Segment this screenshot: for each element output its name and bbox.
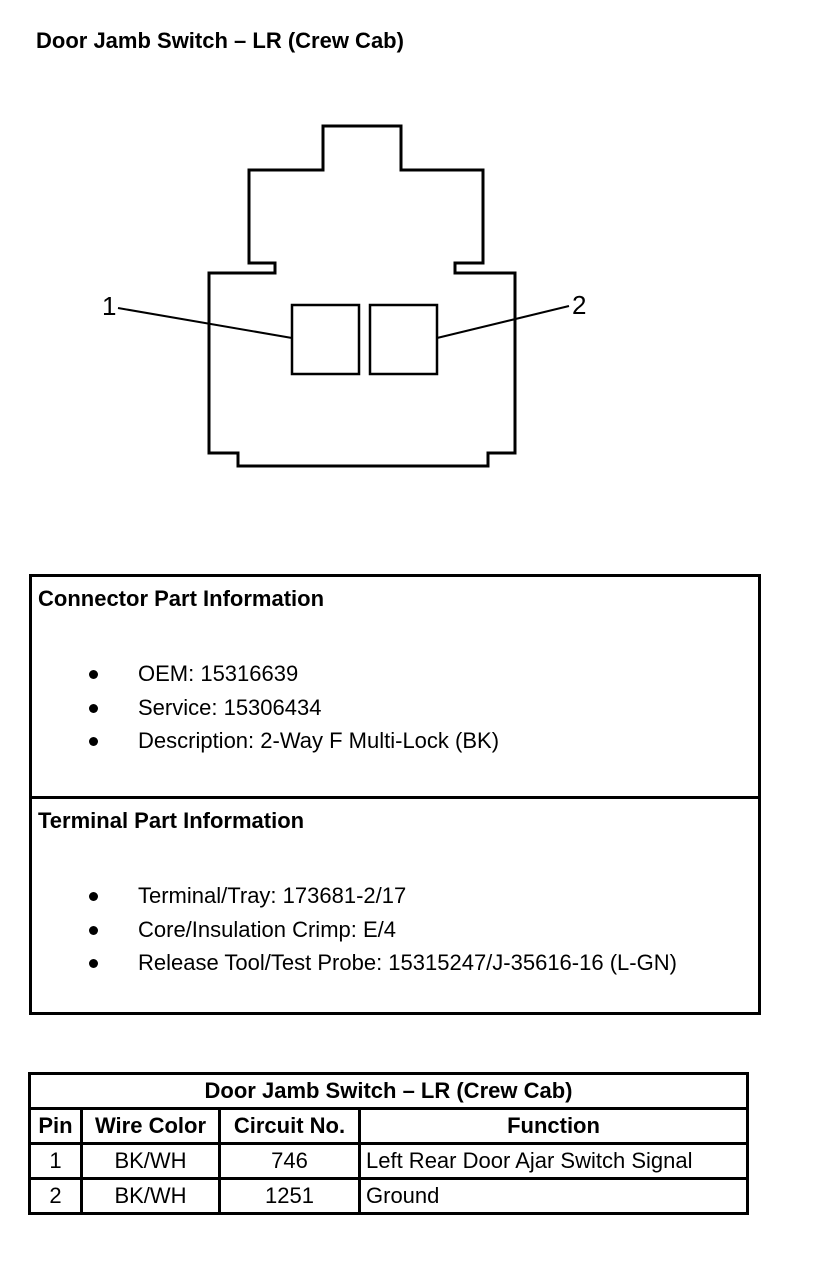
core-insulation-crimp: Core/Insulation Crimp: E/4 <box>138 916 396 942</box>
circuit-no-cell: 746 <box>218 1142 361 1180</box>
table-row: 1 BK/WH 746 Left Rear Door Ajar Switch S… <box>28 1142 750 1180</box>
pin-cavity-1 <box>290 303 361 376</box>
pin-cell: 1 <box>28 1142 83 1180</box>
connector-housing-outline <box>207 124 517 468</box>
bullet-icon <box>89 737 98 746</box>
terminal-tray: Terminal/Tray: 173681-2/17 <box>138 883 407 908</box>
table-header-row: Pin Wire Color Circuit No. Function <box>28 1107 750 1145</box>
pin-1-leader-line <box>117 307 293 339</box>
bullet-icon <box>89 670 98 679</box>
bullet-icon <box>89 892 98 901</box>
column-header-function: Function <box>357 1107 750 1145</box>
service-part-number: Service: 15306434 <box>138 694 322 720</box>
connector-part-info-heading: Connector Part Information <box>38 586 325 611</box>
circuit-no-cell: 1251 <box>218 1177 361 1215</box>
connector-description: Description: 2-Way F Multi-Lock (BK) <box>138 728 500 753</box>
oem-part-number: OEM: 15316639 <box>138 661 299 686</box>
table-caption: Door Jamb Switch – LR (Crew Cab) <box>27 1072 750 1110</box>
table-row: 2 BK/WH 1251 Ground <box>28 1177 750 1215</box>
wire-color-cell: BK/WH <box>80 1142 221 1180</box>
pin-assignment-table: Door Jamb Switch – LR (Crew Cab) Pin Wir… <box>27 1072 750 1215</box>
pin-cell: 2 <box>28 1177 83 1215</box>
bullet-icon <box>89 925 98 935</box>
release-tool-test-probe: Release Tool/Test Probe: 15315247/J-3561… <box>138 950 677 975</box>
page-title: Door Jamb Switch – LR (Crew Cab) <box>36 28 404 53</box>
function-cell: Left Rear Door Ajar Switch Signal <box>357 1142 750 1180</box>
pin-cavity-2 <box>368 303 439 376</box>
column-header-circuit-no: Circuit No. <box>218 1107 361 1145</box>
bullet-icon <box>89 959 98 968</box>
wire-color-cell: BK/WH <box>80 1177 221 1215</box>
pin-1-label: 1 <box>102 291 116 321</box>
connector-part-info-section: Connector Part Information OEM: 15316639… <box>32 577 758 796</box>
table-caption-row: Door Jamb Switch – LR (Crew Cab) <box>27 1072 750 1110</box>
pin-2-leader-line <box>436 305 570 339</box>
bullet-icon <box>89 703 98 713</box>
terminal-part-info-section: Terminal Part Information Terminal/Tray:… <box>32 796 758 1015</box>
column-header-wire-color: Wire Color <box>80 1107 221 1145</box>
terminal-part-info-heading: Terminal Part Information <box>38 808 305 833</box>
connector-face-diagram: 1 2 <box>102 124 586 468</box>
column-header-pin: Pin <box>28 1107 83 1145</box>
part-information-box: Connector Part Information OEM: 15316639… <box>29 574 761 1015</box>
function-cell: Ground <box>357 1177 750 1215</box>
pin-2-label: 2 <box>572 290 586 320</box>
